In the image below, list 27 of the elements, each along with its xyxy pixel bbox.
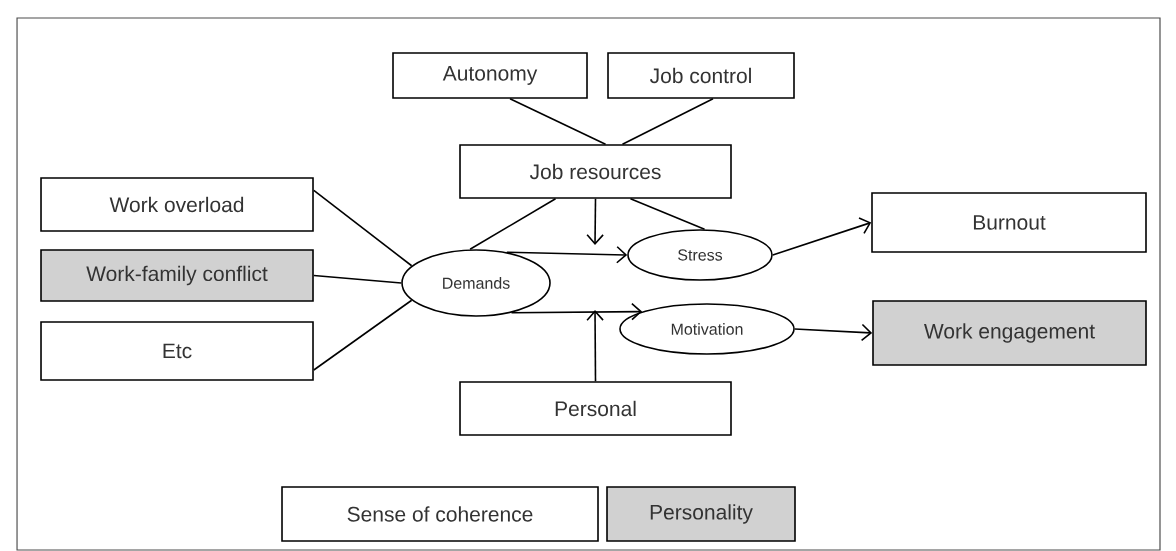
arrow	[586, 310, 604, 382]
process-box: Work-family conflict	[40, 249, 314, 302]
process-box: Etc	[40, 321, 314, 381]
arrow	[510, 302, 643, 321]
connector-line	[313, 299, 413, 371]
arrow	[506, 245, 628, 264]
process-box: Personality	[606, 486, 796, 542]
process-box: Autonomy	[392, 52, 588, 99]
connector-line	[621, 98, 714, 145]
process-box: Work engagement	[872, 300, 1147, 366]
process-box: Job resources	[459, 144, 732, 199]
ellipse-node: Demands	[401, 249, 551, 317]
ellipse-node: Stress	[627, 229, 773, 281]
process-box: Job control	[607, 52, 795, 99]
arrow	[772, 217, 872, 256]
arrow	[586, 198, 604, 245]
arrow	[794, 323, 873, 342]
ellipse-node: Motivation	[619, 303, 795, 355]
process-box: Work overload	[40, 177, 314, 232]
process-box: Personal	[459, 381, 732, 436]
connector-line	[313, 274, 402, 284]
connector-line	[469, 198, 557, 251]
connector-line	[629, 198, 706, 231]
process-box: Sense of coherence	[281, 486, 599, 542]
process-box: Burnout	[871, 192, 1147, 253]
connector-line	[313, 189, 413, 267]
connector-line	[509, 98, 607, 145]
